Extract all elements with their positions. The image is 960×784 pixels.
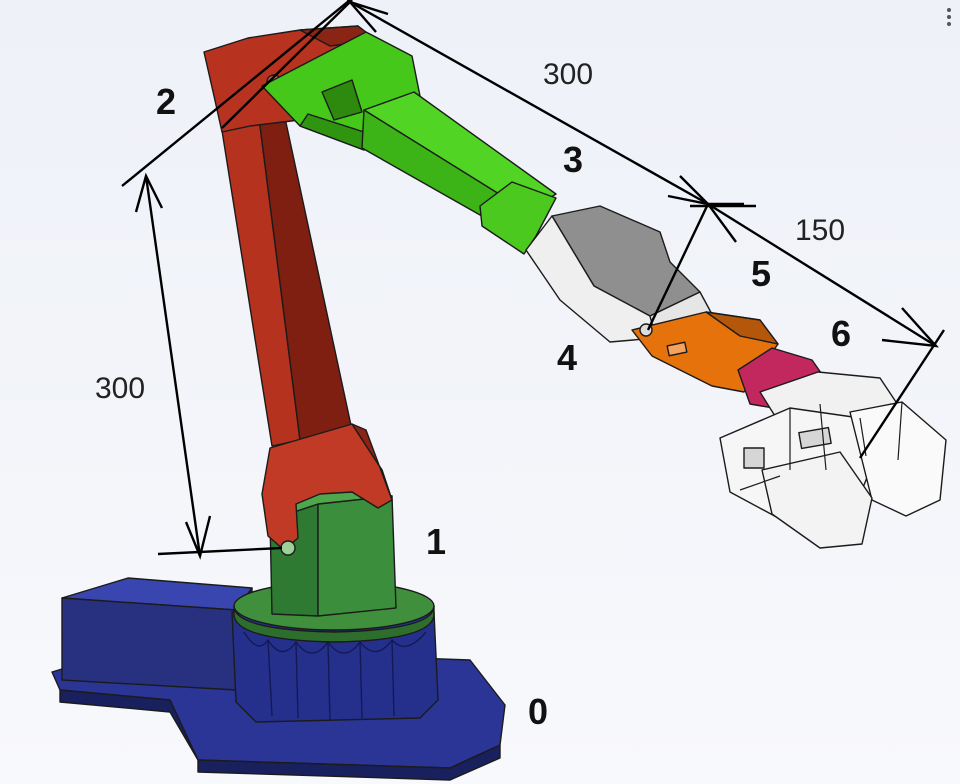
joint-label-0: 0 xyxy=(528,691,548,732)
forearm-bracket-window xyxy=(321,79,363,121)
upper-arm-lower-bracket-shade xyxy=(351,423,393,501)
dim-upper-arm-ext-bottom xyxy=(157,546,283,556)
dim-label-wrist: 150 xyxy=(795,214,845,247)
joint-label-3: 3 xyxy=(563,139,583,180)
dim-wrist-arrow-end xyxy=(881,307,939,348)
joint-label-2: 2 xyxy=(156,81,176,122)
base-plate-side xyxy=(59,689,501,781)
dim-label-forearm: 300 xyxy=(543,58,593,91)
dim-upper-arm-arrow-top xyxy=(134,172,164,213)
dim-forearm-ext-end xyxy=(646,203,710,331)
gripper-detail-lines xyxy=(739,401,903,491)
dim-upper-arm-line xyxy=(144,175,202,557)
menu-dot xyxy=(947,8,951,12)
dim-upper-arm-ext-top xyxy=(121,0,351,187)
dim-upper-arm-arrow-bottom xyxy=(184,515,212,560)
dim-label-upper-arm: 300 xyxy=(95,372,145,405)
base-box-front xyxy=(61,597,237,691)
joint-label-1: 1 xyxy=(426,521,446,562)
gripper-slot-a xyxy=(743,447,765,469)
joint-label-4: 4 xyxy=(557,337,577,378)
dim-wrist-ext-end xyxy=(858,329,946,459)
shoulder-plate-rim xyxy=(233,605,435,643)
gripper xyxy=(719,371,947,549)
wrist-orange-slot xyxy=(666,341,688,357)
more-options-icon[interactable] xyxy=(946,8,952,29)
robot-base xyxy=(51,577,506,781)
joint-label-6: 6 xyxy=(831,313,851,354)
menu-dot xyxy=(947,22,951,26)
joint-labels: 0 1 2 3 4 5 6 xyxy=(156,81,851,732)
dim-forearm-ext-start xyxy=(221,0,353,129)
menu-dot xyxy=(947,15,951,19)
joint-label-5: 5 xyxy=(751,253,771,294)
wrist-orange-shade xyxy=(705,311,779,345)
forearm xyxy=(261,31,557,255)
dim-wrist-arrow-start xyxy=(705,202,744,243)
shoulder-pin xyxy=(280,540,296,556)
dimension-lines xyxy=(121,0,946,560)
dim-wrist-line xyxy=(707,202,937,348)
shoulder-servo-side xyxy=(317,495,397,617)
dimension-labels: 300 300 150 xyxy=(95,58,845,405)
wrist-joint xyxy=(631,311,827,413)
dim-forearm-line xyxy=(349,0,709,206)
upper-arm xyxy=(203,25,393,556)
gripper-finger-left xyxy=(761,451,873,549)
